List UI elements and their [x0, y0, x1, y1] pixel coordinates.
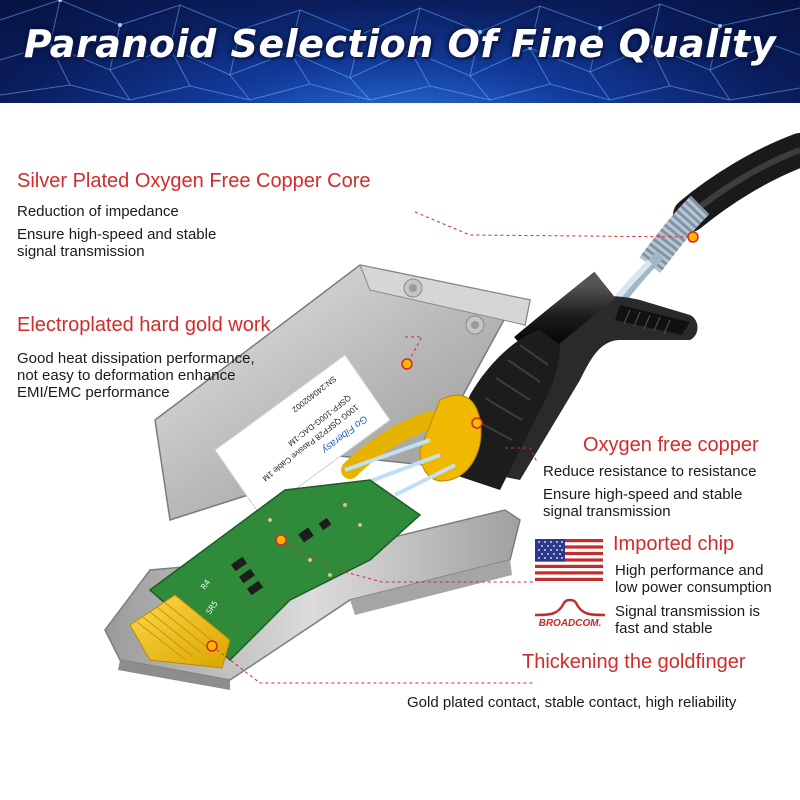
feature-chip-line: fast and stable — [615, 620, 713, 637]
feature-gold-work-line: Good heat dissipation performance, — [17, 350, 255, 367]
leader-lines — [211, 211, 694, 684]
pcb-board — [148, 479, 422, 662]
feature-gold-work-line: not easy to deformation enhance — [17, 367, 236, 384]
feature-chip-line: Signal transmission is — [615, 603, 761, 620]
feature-copper-core-line: Reduction of impedance — [17, 203, 179, 220]
feature-copper-core-line: Ensure high-speed and stable — [17, 226, 217, 243]
page-title: Paranoid Selection Of Fine Quality — [23, 22, 777, 66]
us-flag-icon — [535, 539, 603, 581]
feature-chip-title: Imported chip — [613, 533, 735, 555]
feature-gold-work-line: EMI/EMC performance — [17, 384, 170, 401]
feature-copper-core-title: Silver Plated Oxygen Free Copper Core — [17, 170, 371, 192]
wire-clamp — [341, 394, 482, 497]
feature-oxygen-copper-line: Reduce resistance to resistance — [543, 463, 757, 480]
feature-oxygen-copper-line: signal transmission — [543, 503, 671, 520]
hex-network-pattern — [0, 0, 800, 101]
broadcom-logo-icon: BROADCOM. — [534, 598, 606, 629]
feature-copper-core-line: signal transmission — [17, 243, 145, 260]
feature-chip-line: low power consumption — [615, 579, 772, 596]
dac-cable-illustration: Go Fiberasy 100G QSFP28 Passive Cable 1M… — [104, 133, 800, 690]
header-banner: Paranoid Selection Of Fine Quality — [0, 0, 800, 103]
feature-oxygen-copper-line: Ensure high-speed and stable — [543, 486, 743, 503]
gold-finger — [129, 594, 231, 669]
feature-goldfinger-title: Thickening the goldfinger — [522, 651, 746, 673]
feature-goldfinger-line: Gold plated contact, stable contact, hig… — [407, 694, 737, 711]
feature-oxygen-copper-title: Oxygen free copper — [583, 434, 759, 456]
callout-dots — [206, 231, 699, 652]
feature-chip-line: High performance and — [615, 562, 764, 579]
feature-gold-work-title: Electroplated hard gold work — [17, 314, 271, 336]
broadcom-logo-text: BROADCOM. — [539, 618, 602, 629]
